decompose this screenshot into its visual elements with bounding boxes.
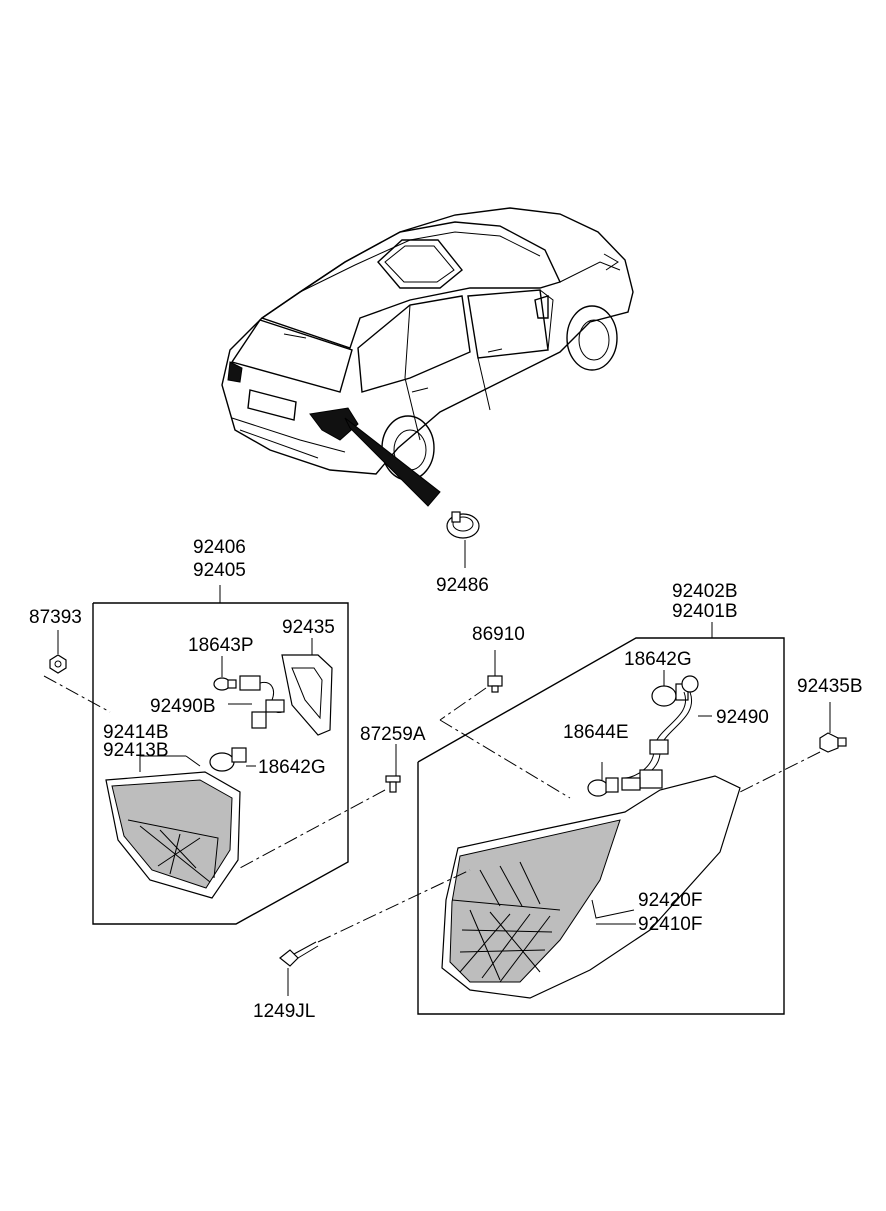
socket-wiring-92490 [621, 675, 712, 791]
label-92402B: 92402B [672, 581, 738, 602]
label-92420F: 92420F [638, 890, 702, 911]
label-18642G-outer: 18642G [624, 649, 692, 670]
outer-lamp-92410F [441, 775, 741, 999]
label-92490B: 92490B [150, 696, 216, 717]
outer-lamp-assembly-box [417, 622, 785, 1015]
label-92410F: 92410F [638, 914, 702, 935]
label-86910: 86910 [472, 624, 525, 645]
grommet-92486 [446, 511, 480, 568]
part-labels: 92406 92405 92486 87393 18643P 92435 924… [29, 537, 863, 1022]
label-18644E: 18644E [563, 722, 629, 743]
screw-1249JL [279, 869, 471, 996]
label-92405: 92405 [193, 560, 246, 581]
label-92435: 92435 [282, 617, 335, 638]
clip-86910 [439, 650, 571, 799]
socket-wiring-92490B [228, 675, 285, 729]
inner-lamp-assembly-box [92, 585, 349, 925]
label-1249JL: 1249JL [253, 1001, 315, 1022]
label-18643P: 18643P [188, 635, 254, 656]
label-92413B: 92413B [103, 740, 169, 761]
label-92435B: 92435B [797, 676, 863, 697]
label-92406: 92406 [193, 537, 246, 558]
label-87259A: 87259A [360, 724, 426, 745]
bulb-18643P [213, 656, 237, 691]
label-92414B: 92414B [103, 722, 169, 743]
label-92401B: 92401B [672, 601, 738, 622]
label-18642G-inner: 18642G [258, 757, 326, 778]
screw-87259A [239, 744, 401, 869]
label-92486: 92486 [436, 575, 489, 596]
inner-lamp-92413B [105, 755, 241, 899]
label-92490: 92490 [716, 707, 769, 728]
nut-92435B [739, 702, 847, 793]
vehicle-illustration [221, 207, 634, 507]
bulb-18642G-inner [209, 747, 256, 772]
label-87393: 87393 [29, 607, 82, 628]
gasket-92435 [281, 638, 333, 736]
bulb-18644E [587, 762, 619, 797]
nut-87393 [43, 630, 111, 713]
